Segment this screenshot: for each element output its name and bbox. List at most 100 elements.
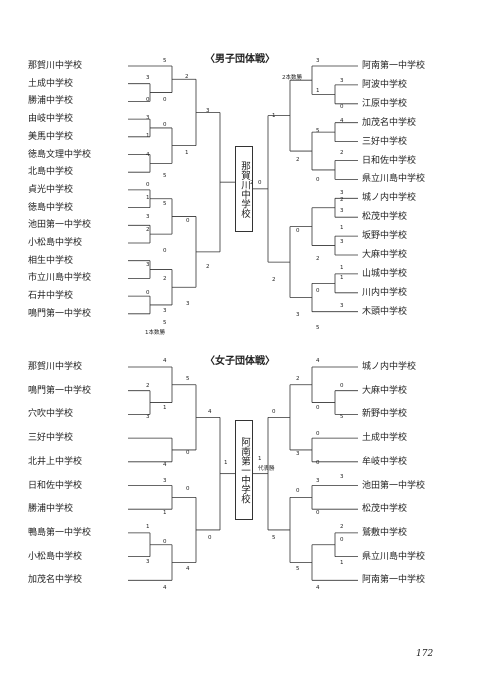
match-score: 2 [206,264,210,270]
mens.left_teams-team: 石井中学校 [28,291,74,302]
match-score: 0 [316,177,320,183]
womens.left_teams-team: 日和佐中学校 [28,480,83,491]
mens.left_teams-team: 鳴門第一中学校 [28,308,92,319]
mens.left_teams-team: 北島中学校 [28,167,74,178]
match-score: 1 [146,524,150,530]
mens.left_teams-team: 那賀川中学校 [28,61,83,71]
match-score: 5 [272,535,276,541]
match-score: 4 [163,462,167,468]
match-score: 2 [340,197,344,203]
mens.right_teams-team: 坂野中学校 [362,231,408,242]
mens.left_teams-team: 市立川島中学校 [28,273,92,284]
match-score: 0 [146,182,150,188]
match-score: 0 [296,488,300,494]
womens.left_teams-team: 小松島中学校 [28,551,83,562]
womens-winner: 阿南第一中学校 [235,420,253,520]
match-score: 3 [296,312,300,318]
page-number: 172 [416,649,434,659]
womens.left_teams-team: 勝浦中学校 [28,504,74,515]
match-score: 5 [316,325,320,331]
match-score: 0 [163,539,167,545]
womens.left_teams-team: 北井上中学校 [28,456,83,467]
match-score: 3 [146,559,150,565]
match-score: 1 [340,225,344,231]
match-score: 1 [340,560,344,566]
match-score: 0 [146,290,150,296]
match-score: 0 [316,431,320,437]
mens.right_teams-team: 木頭中学校 [362,306,408,317]
mens.left_teams-team: 徳島文理中学校 [28,149,92,160]
mens.left_teams-team: 貞光中学校 [28,184,74,195]
mens.left_teams-team: 徳島中学校 [28,202,74,213]
match-score: 1 [340,265,344,271]
match-score: 1 [224,460,228,466]
mens.right_teams-team: 松茂中学校 [362,212,408,223]
mens.left_teams-team: 相生中学校 [28,255,74,266]
mens.right_teams-team: 城ノ内中学校 [362,193,417,204]
match-score: 3 [296,451,300,457]
match-score: 0 [163,122,167,128]
match-score: 2 [146,227,150,233]
match-score: 1 [258,456,262,462]
match-score: 0 [146,97,150,103]
match-score: 3 [340,303,344,309]
match-score: 3 [340,474,344,480]
match-score: 2 [272,277,276,283]
mens.right_teams-team: 三好中学校 [362,136,408,147]
match-score: 4 [146,152,150,158]
match-score: 0 [316,405,320,411]
match-score: 2 [340,524,344,530]
match-score: 3 [146,115,150,121]
match-score: 3 [146,414,150,420]
match-score: 3 [146,214,150,220]
womens.right_teams-team: 鷲敷中学校 [362,527,408,538]
match-score: 0 [316,510,320,516]
match-score: 1 [163,405,167,411]
mens-title: 〈男子団体戦〉 [205,54,275,65]
womens-final-note: 代表勝 [258,466,275,472]
mens-winner: 那賀川中学校 [235,146,253,232]
match-score: 1 [340,275,344,281]
mens.left_teams-team: 池田第一中学校 [28,220,92,231]
match-score: 3 [340,239,344,245]
match-score: 0 [340,383,344,389]
match-score: 0 [258,180,262,186]
match-score: 3 [163,308,167,314]
match-score: 2 [296,157,300,163]
match-score: 5 [316,128,320,134]
match-score: 3 [340,208,344,214]
match-score: 4 [316,358,320,364]
womens.left_teams-team: 鳴門第一中学校 [28,385,92,396]
mens.right_teams-team: 加茂名中学校 [362,117,417,128]
match-score: 3 [186,301,190,307]
match-score: 5 [340,414,344,420]
match-score: 3 [340,190,344,196]
match-score: 0 [340,537,344,543]
match-score: 0 [316,288,320,294]
match-score: 3 [316,478,320,484]
match-score: 3 [146,262,150,268]
match-score: 1 [185,150,189,156]
match-score: 0 [316,460,320,466]
mens.left_teams-team: 土成中学校 [28,78,74,89]
mens.right_teams-team: 山城中学校 [362,268,408,279]
match-score: 0 [186,486,190,492]
match-score: 3 [316,58,320,64]
mens-left-tie-note: 1本数勝 [145,330,165,336]
match-score: 3 [206,108,210,114]
match-score: 0 [186,218,190,224]
mens.right_teams-team: 県立川島中学校 [362,174,426,185]
match-score: 4 [316,585,320,591]
womens.left_teams-team: 三好中学校 [28,433,74,444]
mens.right_teams-team: 川内中学校 [362,287,408,298]
match-score: 0 [296,228,300,234]
mens.left_teams-team: 勝浦中学校 [28,96,74,107]
match-score: 4 [208,409,212,415]
mens.left_teams-team: 小松島中学校 [28,238,83,248]
match-score: 4 [340,118,344,124]
womens.right_teams-team: 土成中学校 [362,433,408,444]
womens.right_teams-team: 新野中学校 [362,409,408,420]
womens.right_teams-team: 牟岐中学校 [362,456,408,467]
match-score: 0 [340,104,344,110]
mens.right_teams-team: 阿南第一中学校 [362,61,426,71]
